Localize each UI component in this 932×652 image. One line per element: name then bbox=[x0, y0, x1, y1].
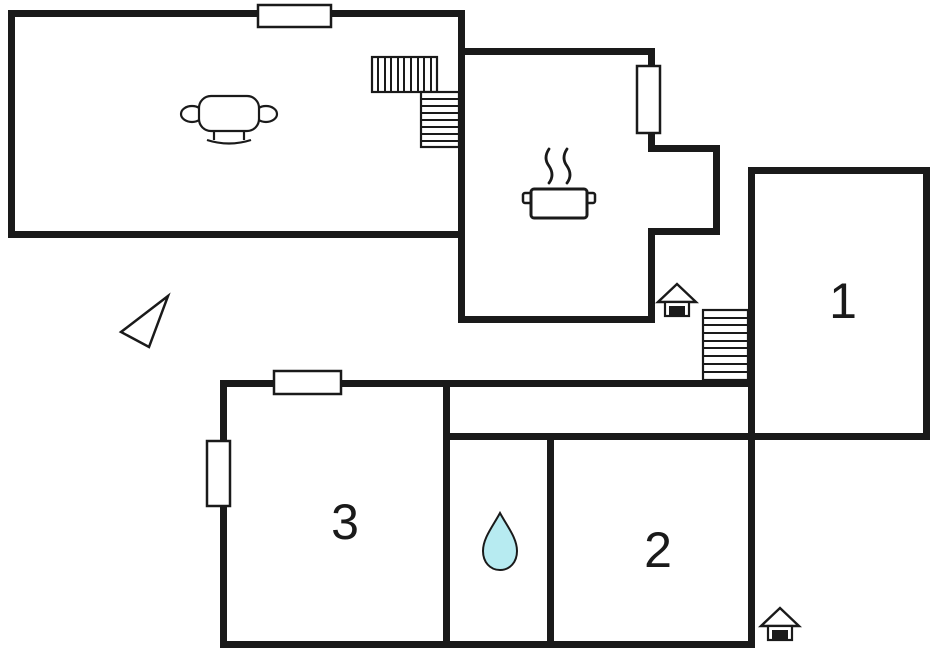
room-1-label: 1 bbox=[829, 273, 857, 329]
house-entrance-icon-upper bbox=[654, 282, 700, 318]
windows bbox=[205, 3, 662, 508]
wall-segment bbox=[220, 380, 227, 648]
wall-segment bbox=[648, 145, 720, 152]
wall-segment bbox=[923, 167, 930, 440]
room-2-label: 2 bbox=[644, 522, 672, 578]
wall-segment bbox=[8, 10, 15, 238]
wall-segment bbox=[648, 228, 655, 323]
window-icon bbox=[272, 369, 343, 396]
window-icon bbox=[205, 439, 232, 508]
wall-segment bbox=[713, 145, 720, 235]
wall-segment bbox=[458, 10, 465, 323]
wall-segment bbox=[648, 228, 720, 235]
wall-segment bbox=[748, 167, 755, 648]
north-arrow-icon bbox=[118, 292, 171, 349]
wall-segment bbox=[748, 433, 930, 440]
wall-segment bbox=[458, 48, 655, 55]
stairs-icon-lower bbox=[701, 308, 750, 382]
window-icon bbox=[635, 64, 662, 135]
wall-segment bbox=[547, 440, 554, 648]
stairs-icon-upper bbox=[370, 55, 461, 149]
room-3-label: 3 bbox=[331, 494, 359, 550]
wall-segment bbox=[220, 380, 755, 387]
wall-segment bbox=[443, 380, 450, 648]
stove-icon bbox=[521, 147, 597, 220]
wall-segment bbox=[458, 316, 655, 323]
wall-segment bbox=[8, 10, 465, 17]
wall-segment bbox=[450, 433, 755, 440]
sofa-icon bbox=[179, 94, 279, 145]
window-icon bbox=[256, 3, 333, 29]
wall-segment bbox=[748, 167, 930, 174]
house-entrance-icon-lower bbox=[757, 606, 803, 642]
walls bbox=[8, 10, 930, 648]
wall-segment bbox=[220, 641, 755, 648]
water-drop-icon bbox=[481, 510, 519, 572]
wall-segment bbox=[8, 231, 465, 238]
